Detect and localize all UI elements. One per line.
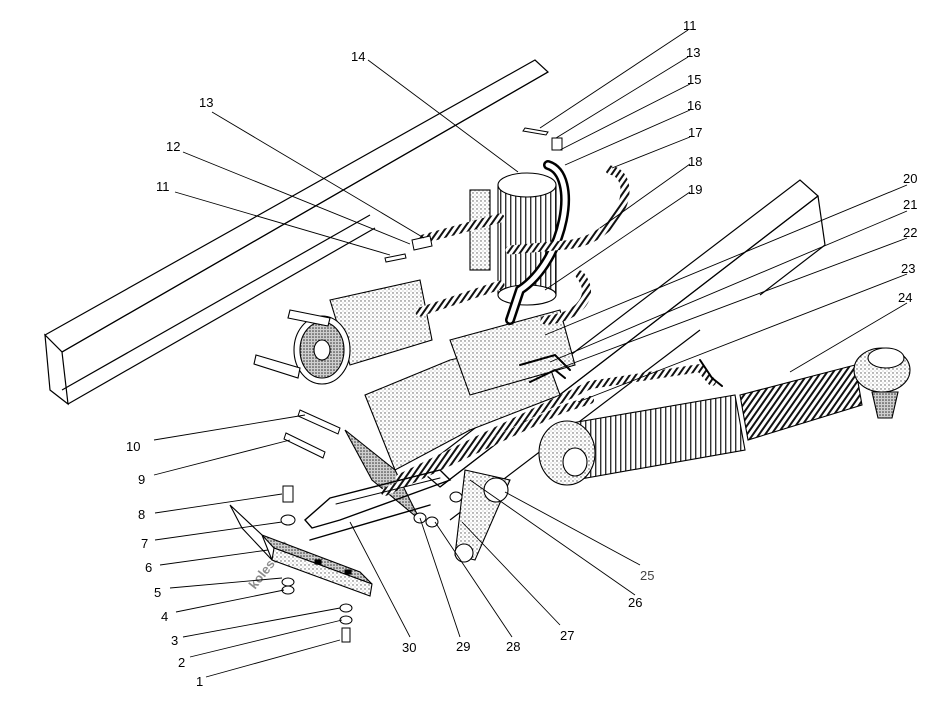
callout-30: 30 xyxy=(402,640,416,655)
oil-reservoir xyxy=(469,172,557,306)
callout-3: 3 xyxy=(171,633,178,648)
callout-19: 19 xyxy=(688,182,702,197)
callout-26: 26 xyxy=(628,595,642,610)
callout-18: 18 xyxy=(688,154,702,169)
callout-9: 9 xyxy=(138,472,145,487)
callout-4: 4 xyxy=(161,609,168,624)
callout-28: 28 xyxy=(506,639,520,654)
callout-21: 21 xyxy=(903,197,917,212)
fasteners xyxy=(280,127,563,643)
callout-25: 25 xyxy=(640,568,654,583)
callout-1: 1 xyxy=(196,674,203,689)
callout-6: 6 xyxy=(145,560,152,575)
callout-12: 12 xyxy=(166,139,180,154)
callout-13-right: 13 xyxy=(686,45,700,60)
callout-17: 17 xyxy=(688,125,702,140)
upper-frame-rail xyxy=(44,59,550,406)
callout-22: 22 xyxy=(903,225,917,240)
callout-27: 27 xyxy=(560,628,574,643)
power-cylinder xyxy=(538,347,911,486)
power-steering-pump xyxy=(253,279,433,385)
callout-11-left: 11 xyxy=(156,179,170,194)
pitman-arm xyxy=(454,469,511,563)
callout-2: 2 xyxy=(178,655,185,670)
callout-14: 14 xyxy=(351,49,365,64)
hydraulic-lines xyxy=(304,160,723,541)
callout-29: 29 xyxy=(456,639,470,654)
callout-8: 8 xyxy=(138,507,145,522)
leader-lines xyxy=(153,29,908,678)
callout-13-left: 13 xyxy=(199,95,213,110)
callout-10: 10 xyxy=(126,439,140,454)
callout-23: 23 xyxy=(901,261,915,276)
callout-15: 15 xyxy=(687,72,701,87)
mounting-bracket xyxy=(229,504,373,597)
callout-labels: 1 2 3 4 5 6 7 8 9 10 11 12 13 14 11 13 1… xyxy=(126,18,917,689)
callout-11-right: 11 xyxy=(683,18,697,33)
callout-20: 20 xyxy=(903,171,917,186)
callout-7: 7 xyxy=(141,536,148,551)
callout-5: 5 xyxy=(154,585,161,600)
callout-24: 24 xyxy=(898,290,912,305)
callout-16: 16 xyxy=(687,98,701,113)
